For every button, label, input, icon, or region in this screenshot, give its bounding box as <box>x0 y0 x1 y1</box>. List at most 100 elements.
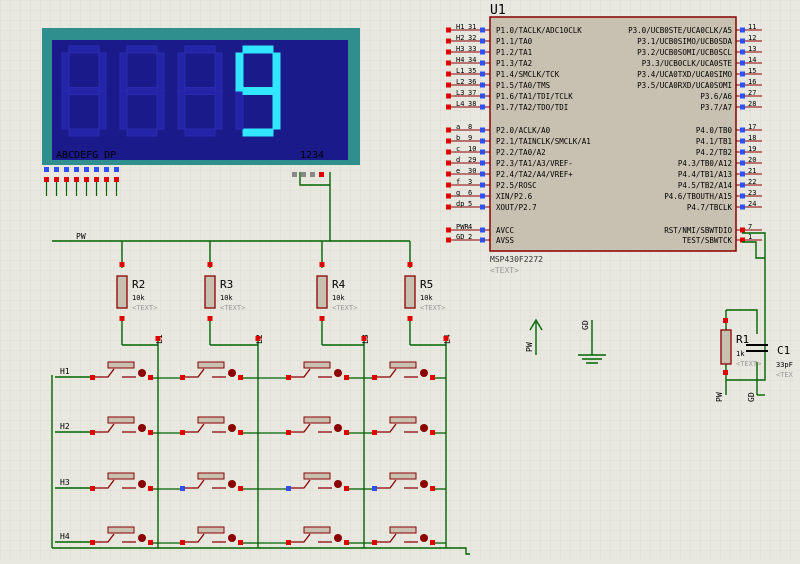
lcd-segment-c-digit1 <box>98 90 107 130</box>
keypad-button-r1c3[interactable] <box>258 361 364 380</box>
button-pin-right <box>148 375 153 380</box>
row-net-label: H2 <box>60 422 70 431</box>
mcu-left-pin-state <box>480 82 485 88</box>
keypad-button-r3c4[interactable] <box>364 472 446 491</box>
r1-pwr-label: PW <box>715 392 724 402</box>
mcu-right-pin-state <box>740 60 745 66</box>
button-contact <box>291 479 332 489</box>
button-actuator <box>420 369 428 377</box>
mcu-left-pin-label: XIN/P2.6 <box>496 192 533 201</box>
mcu-left-pin-state <box>480 49 485 55</box>
mcu-left-pin-state <box>480 171 485 177</box>
button-actuator <box>138 480 146 488</box>
mcu-left-pin-state <box>480 104 485 110</box>
button-pin-left <box>180 375 185 380</box>
mcu-left-pin-dot <box>446 27 451 33</box>
lcd-seg-pin-end <box>74 177 79 182</box>
lcd-segment-f-digit1 <box>61 52 70 92</box>
keypad-button-r1c2[interactable] <box>158 361 258 380</box>
button-pin-left <box>372 430 377 435</box>
mcu-right-pin-label: P3.1/UCB0SIMO/UCB0SDA <box>637 37 732 46</box>
lcd-seg-pin <box>64 167 69 172</box>
mcu-right-pin-label: P4.7/TBCLK <box>687 203 733 212</box>
keypad-button-r3c2[interactable] <box>158 472 258 491</box>
keypad-button-r4c4[interactable] <box>364 526 446 545</box>
mcu-right-pin-number: 19 <box>748 145 756 153</box>
mcu-left-pin-number: 4 <box>468 223 472 231</box>
r1-ref: R1 <box>736 333 749 346</box>
button-actuator <box>138 369 146 377</box>
lcd-segment-g-digit2 <box>126 87 158 95</box>
keypad-button-r2c1[interactable] <box>90 416 158 435</box>
mcu-left-pin-label: P2.5/ROSC <box>496 181 537 190</box>
keypad-button-r3c1[interactable] <box>90 472 158 491</box>
mcu-left-pin-number: 36 <box>468 78 476 86</box>
column-pin <box>361 336 367 341</box>
keypad-button-r4c3[interactable] <box>258 526 364 545</box>
resistor-r1[interactable]: R1 1k <TEXT> PW <box>715 318 761 402</box>
lcd-digit-labels: 1234 <box>300 150 324 161</box>
keypad-button-r1c1[interactable] <box>90 361 158 380</box>
keypad-button-r2c2[interactable] <box>158 416 258 435</box>
keypad-button-r4c1[interactable] <box>90 526 158 545</box>
mcu-right-pin-state <box>740 149 745 155</box>
mcu-left-net-label: g <box>456 189 460 197</box>
c1-text: <TEX <box>776 371 794 379</box>
resistor-pin-bottom <box>207 316 213 321</box>
keypad-button-r2c3[interactable] <box>258 416 364 435</box>
button-pin-right <box>344 540 349 545</box>
mcu-left-pin-label: XOUT/P2.7 <box>496 203 537 212</box>
c1-ref: C1 <box>777 344 790 357</box>
keypad-button-r4c2[interactable] <box>158 526 258 545</box>
r1-pin-bottom <box>723 370 728 375</box>
mcu-left-pin-label: AVSS <box>496 236 515 245</box>
mcu-left-pin-number: 30 <box>468 167 476 175</box>
mcu-left-pin-dot <box>446 171 451 177</box>
mcu-left-pin-number: 29 <box>468 156 476 164</box>
mcu-right-pin-number: 21 <box>748 167 756 175</box>
mcu-left-pin-number: 8 <box>468 123 472 131</box>
lcd-seg-pin-end <box>104 177 109 182</box>
lcd-segment-f-digit4 <box>235 52 244 92</box>
button-pin-right <box>238 430 243 435</box>
button-actuator <box>420 424 428 432</box>
button-pin-right <box>344 486 349 491</box>
mcu-right-pin-number: 13 <box>748 45 756 53</box>
resistor-pin-top <box>119 262 125 267</box>
r1-text: <TEXT> <box>736 360 761 368</box>
button-contact <box>185 368 226 378</box>
resistor-ref: R4 <box>332 278 346 291</box>
mcu-right-pin-number: 27 <box>748 89 756 97</box>
button-pin-left <box>372 375 377 380</box>
button-actuator <box>420 534 428 542</box>
keypad-button-r3c3[interactable] <box>258 472 364 491</box>
lcd-segment-labels: ABCDEFG DP <box>56 150 116 161</box>
mcu-left-net-label: H3 <box>456 45 464 53</box>
lcd-seg-pin-end <box>64 177 69 182</box>
lcd-segment-g-digit4 <box>242 87 274 95</box>
keypad-button-r1c4[interactable] <box>364 361 446 380</box>
keypad-button-r2c4[interactable] <box>364 416 446 435</box>
button-pin-left <box>90 540 95 545</box>
mcu-left-net-label: dp <box>456 200 464 208</box>
lcd-segment-a-digit3 <box>184 45 216 54</box>
lcd-digits <box>61 45 281 137</box>
button-pin-left <box>286 540 291 545</box>
mcu-right-pin-label: P3.2/UCB0SOMI/UCB0SCL <box>637 48 732 57</box>
capacitor-c1[interactable]: C1 33pF <TEX GD <box>746 344 794 402</box>
mcu-left-pin-dot <box>446 160 451 166</box>
mcu-left-pin-number: 31 <box>468 23 476 31</box>
mcu-left-net-label: PWR <box>456 223 469 231</box>
button-pin-right <box>148 540 153 545</box>
r1-pin-top <box>723 318 728 323</box>
button-pin-right <box>344 375 349 380</box>
mcu-left-pin-dot <box>446 49 451 55</box>
mcu-right-pin-number: 17 <box>748 123 756 131</box>
lcd-display[interactable]: ABCDEFG DP 1234 <box>42 28 360 165</box>
